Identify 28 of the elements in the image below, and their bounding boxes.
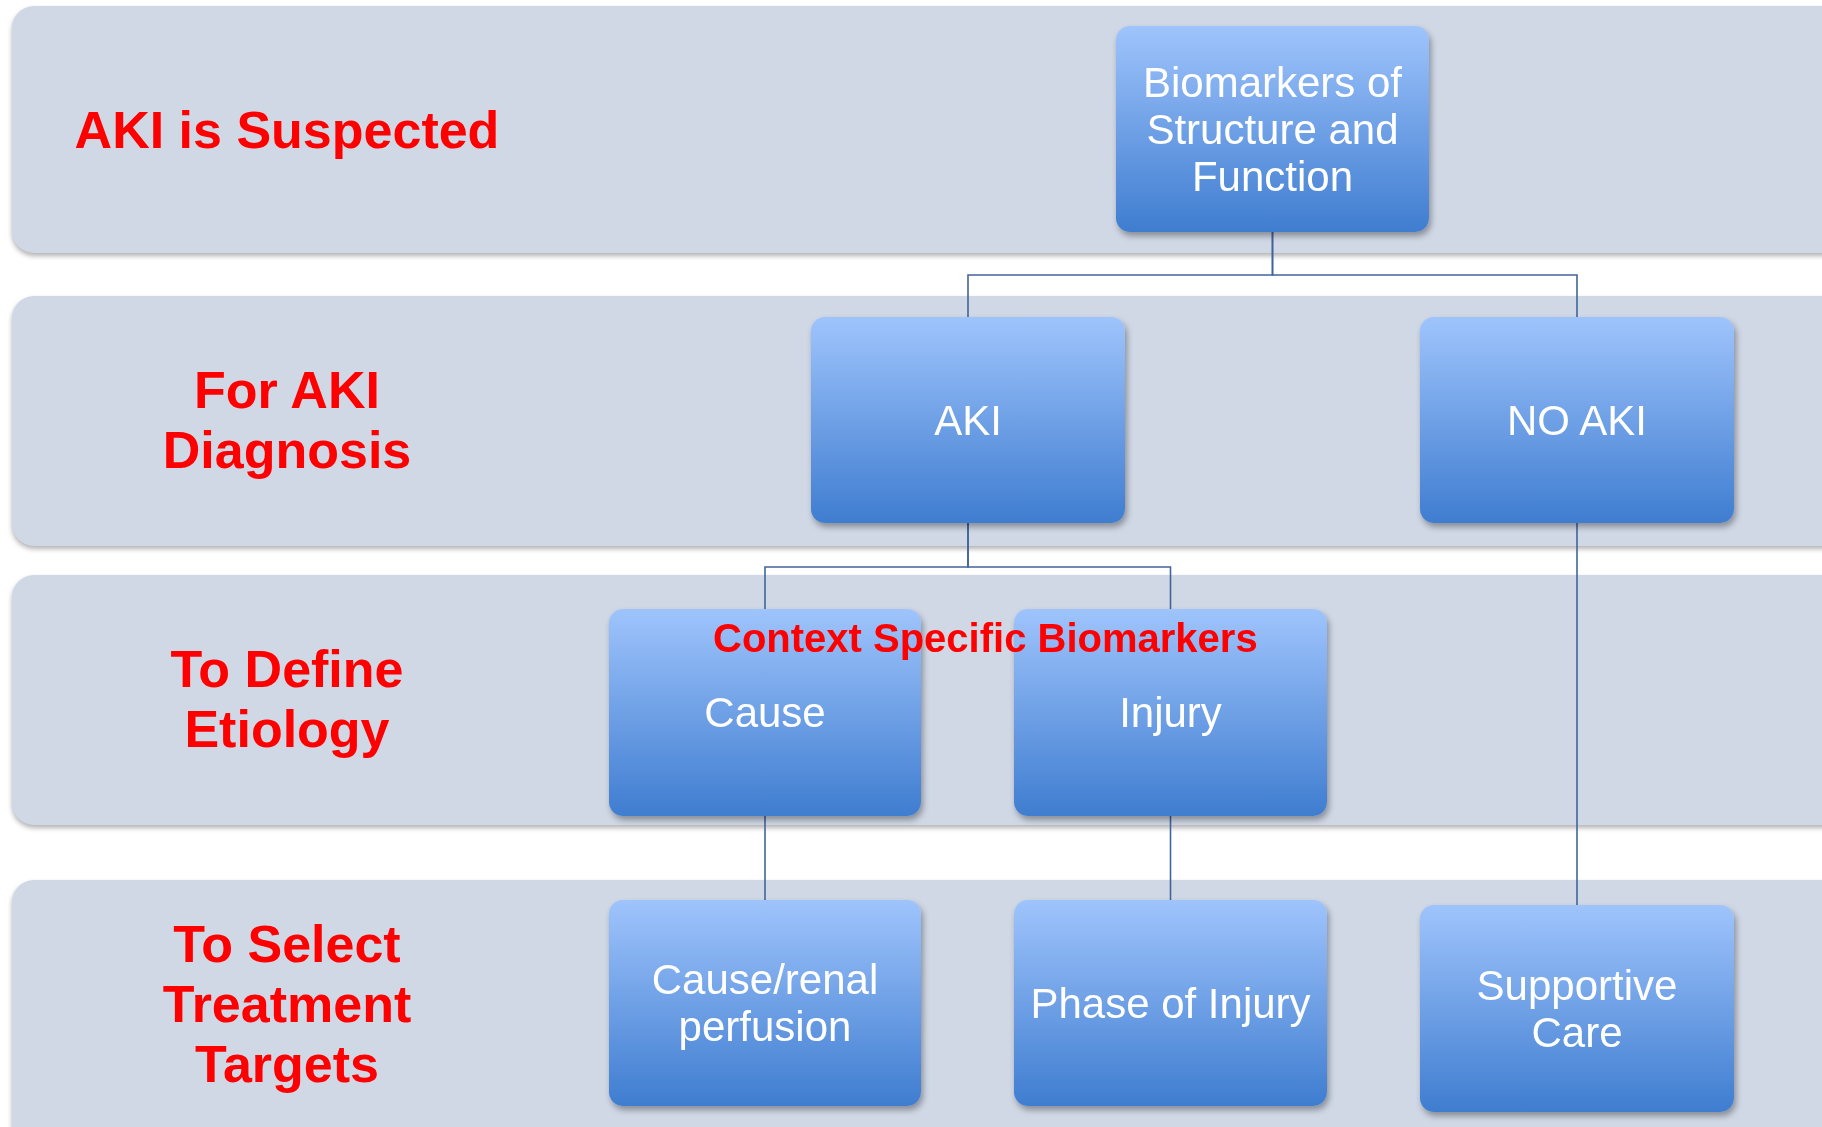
box-text: Phase of Injury — [1030, 979, 1311, 1027]
overlay-label: Context Specific Biomarkers — [713, 615, 1258, 661]
stage-band — [12, 6, 1822, 253]
stage-heading: For AKI Diagnosis — [161, 359, 413, 481]
stage-heading: To Select Treatment Targets — [161, 913, 413, 1095]
connector-line — [1169, 815, 1172, 901]
box-text: Cause — [704, 689, 826, 736]
box-text: Cause/renal perfusion — [650, 956, 880, 1050]
connector-line — [967, 522, 1172, 610]
stage-band — [12, 296, 1822, 546]
process-box — [1420, 317, 1734, 523]
box-text: AKI — [934, 396, 1002, 444]
connector-line — [764, 815, 766, 901]
process-box — [1116, 26, 1429, 232]
box-text: Biomarkers of Structure and Function — [1141, 58, 1404, 200]
connector-line — [1271, 231, 1578, 318]
box-text: NO AKI — [1506, 396, 1648, 444]
box-text: Injury — [1119, 689, 1222, 736]
stage-heading: To Define Etiology — [169, 638, 405, 760]
box-text: Supportive Care — [1475, 961, 1679, 1056]
stage-band — [12, 575, 1822, 825]
stage-band — [12, 880, 1822, 1127]
process-box — [609, 900, 921, 1106]
stage-heading: AKI is Suspected — [73, 99, 501, 161]
process-box — [1420, 905, 1734, 1112]
process-box — [811, 317, 1125, 523]
connector-line — [1576, 522, 1578, 906]
process-box — [1014, 900, 1327, 1106]
